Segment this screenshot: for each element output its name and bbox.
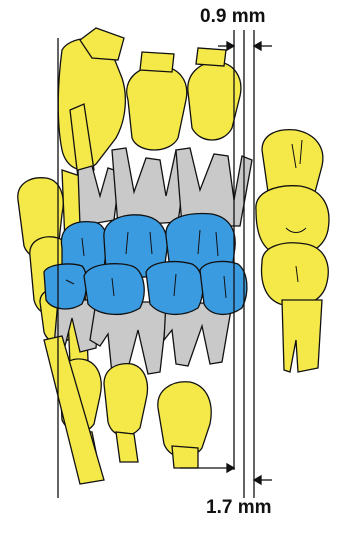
top-arrow-left-head <box>227 42 234 50</box>
lower-tooth-2-root <box>116 432 138 462</box>
right-tooth-lower <box>262 243 329 306</box>
upper-tooth-3-root <box>196 48 226 66</box>
top-gap-label: 0.9 mm <box>200 6 265 28</box>
bottom-arrow-left-head <box>227 464 234 472</box>
right-side-teeth <box>256 130 329 372</box>
upper-tooth-3 <box>188 62 241 140</box>
upper-tooth-2-root <box>140 52 174 72</box>
lower-tooth-3-root <box>172 446 198 468</box>
crown-lower-4 <box>200 262 247 315</box>
right-tooth-root <box>282 300 322 372</box>
upper-tooth-2 <box>127 66 187 150</box>
lower-tooth-3 <box>158 382 211 458</box>
bottom-gap-label: 1.7 mm <box>206 497 271 519</box>
lower-tooth-2 <box>104 364 147 436</box>
top-arrow-right-head <box>254 42 261 50</box>
crown-lower-1 <box>44 264 87 309</box>
bottom-arrow-right-head <box>254 476 261 484</box>
blue-molar-crowns <box>44 214 247 315</box>
crown-lower-2 <box>84 264 144 315</box>
